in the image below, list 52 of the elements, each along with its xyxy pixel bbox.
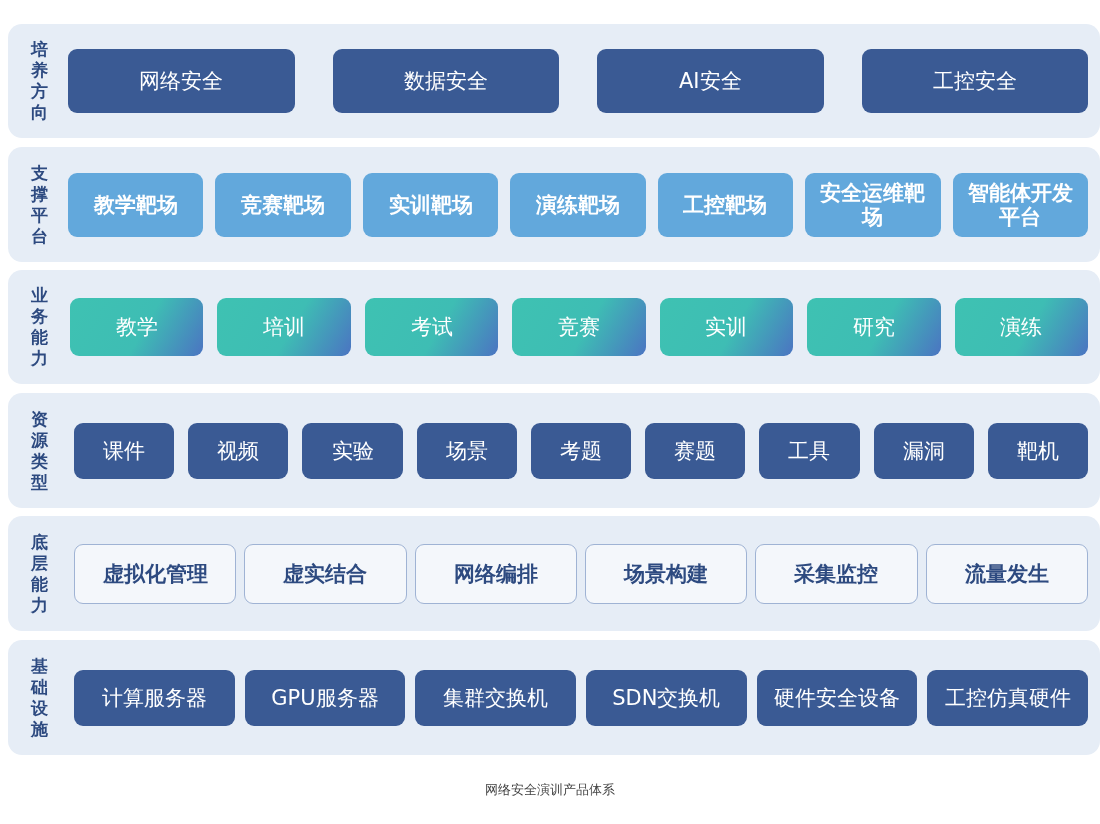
module-box: 实训靶场 [362,172,499,237]
module-box: 集群交换机 [415,669,576,726]
layer-band [8,393,1100,508]
module-box: 硬件安全设备 [756,669,918,726]
module-box: 实训 [659,298,794,356]
module-box: 工控安全 [861,49,1088,113]
module-box: 靶机 [987,422,1088,479]
module-box: 教学 [70,298,204,356]
module-box: 工具 [759,422,860,479]
module-box: 竞赛 [512,298,646,356]
module-box: 计算服务器 [74,669,235,726]
module-box: 演练靶场 [510,172,646,237]
module-box: GPU服务器 [244,669,406,726]
module-box: 场景 [416,422,517,479]
module-box: 竞赛靶场 [215,172,351,237]
layer-band [8,270,1100,384]
layer-label: 培养方向 [29,39,49,123]
module-box: 实验 [302,422,403,479]
module-box: 网络编排 [414,543,577,604]
layer-label: 支撑平台 [29,162,49,247]
module-box: 漏洞 [873,422,974,479]
module-box: 课件 [74,422,175,479]
module-box: 培训 [217,298,351,356]
layer-band [8,640,1100,755]
module-box: 考试 [364,298,499,356]
layer-label: 资源类型 [29,408,49,493]
layer-band [8,147,1100,262]
module-box: 赛题 [645,422,746,479]
module-box: 智能体开发平台 [952,172,1088,237]
module-box: 虚实结合 [244,543,407,604]
layer-band [8,516,1100,631]
module-box: AI安全 [597,49,824,113]
module-box: 演练 [954,298,1088,356]
layer-band [8,24,1100,138]
module-box: 教学靶场 [68,172,204,237]
module-box: 研究 [807,298,941,356]
layer-label: 基础设施 [29,655,49,740]
module-box: 工控仿真硬件 [927,669,1088,726]
module-box: 虚拟化管理 [74,543,237,604]
layer-label: 业务能力 [29,285,49,369]
module-box: 工控靶场 [657,172,794,237]
module-box: 采集监控 [755,543,918,604]
module-box: 安全运维靶场 [805,172,941,237]
module-box: 网络安全 [68,49,295,113]
module-box: SDN交换机 [586,669,747,726]
layer-label: 底层能力 [29,531,49,616]
module-box: 流量发生 [925,543,1088,604]
module-box: 考题 [530,422,632,479]
module-box: 场景构建 [585,543,748,604]
caption-text: 网络安全演训产品体系 [484,781,616,799]
module-box: 视频 [188,422,289,479]
module-box: 数据安全 [332,49,559,113]
